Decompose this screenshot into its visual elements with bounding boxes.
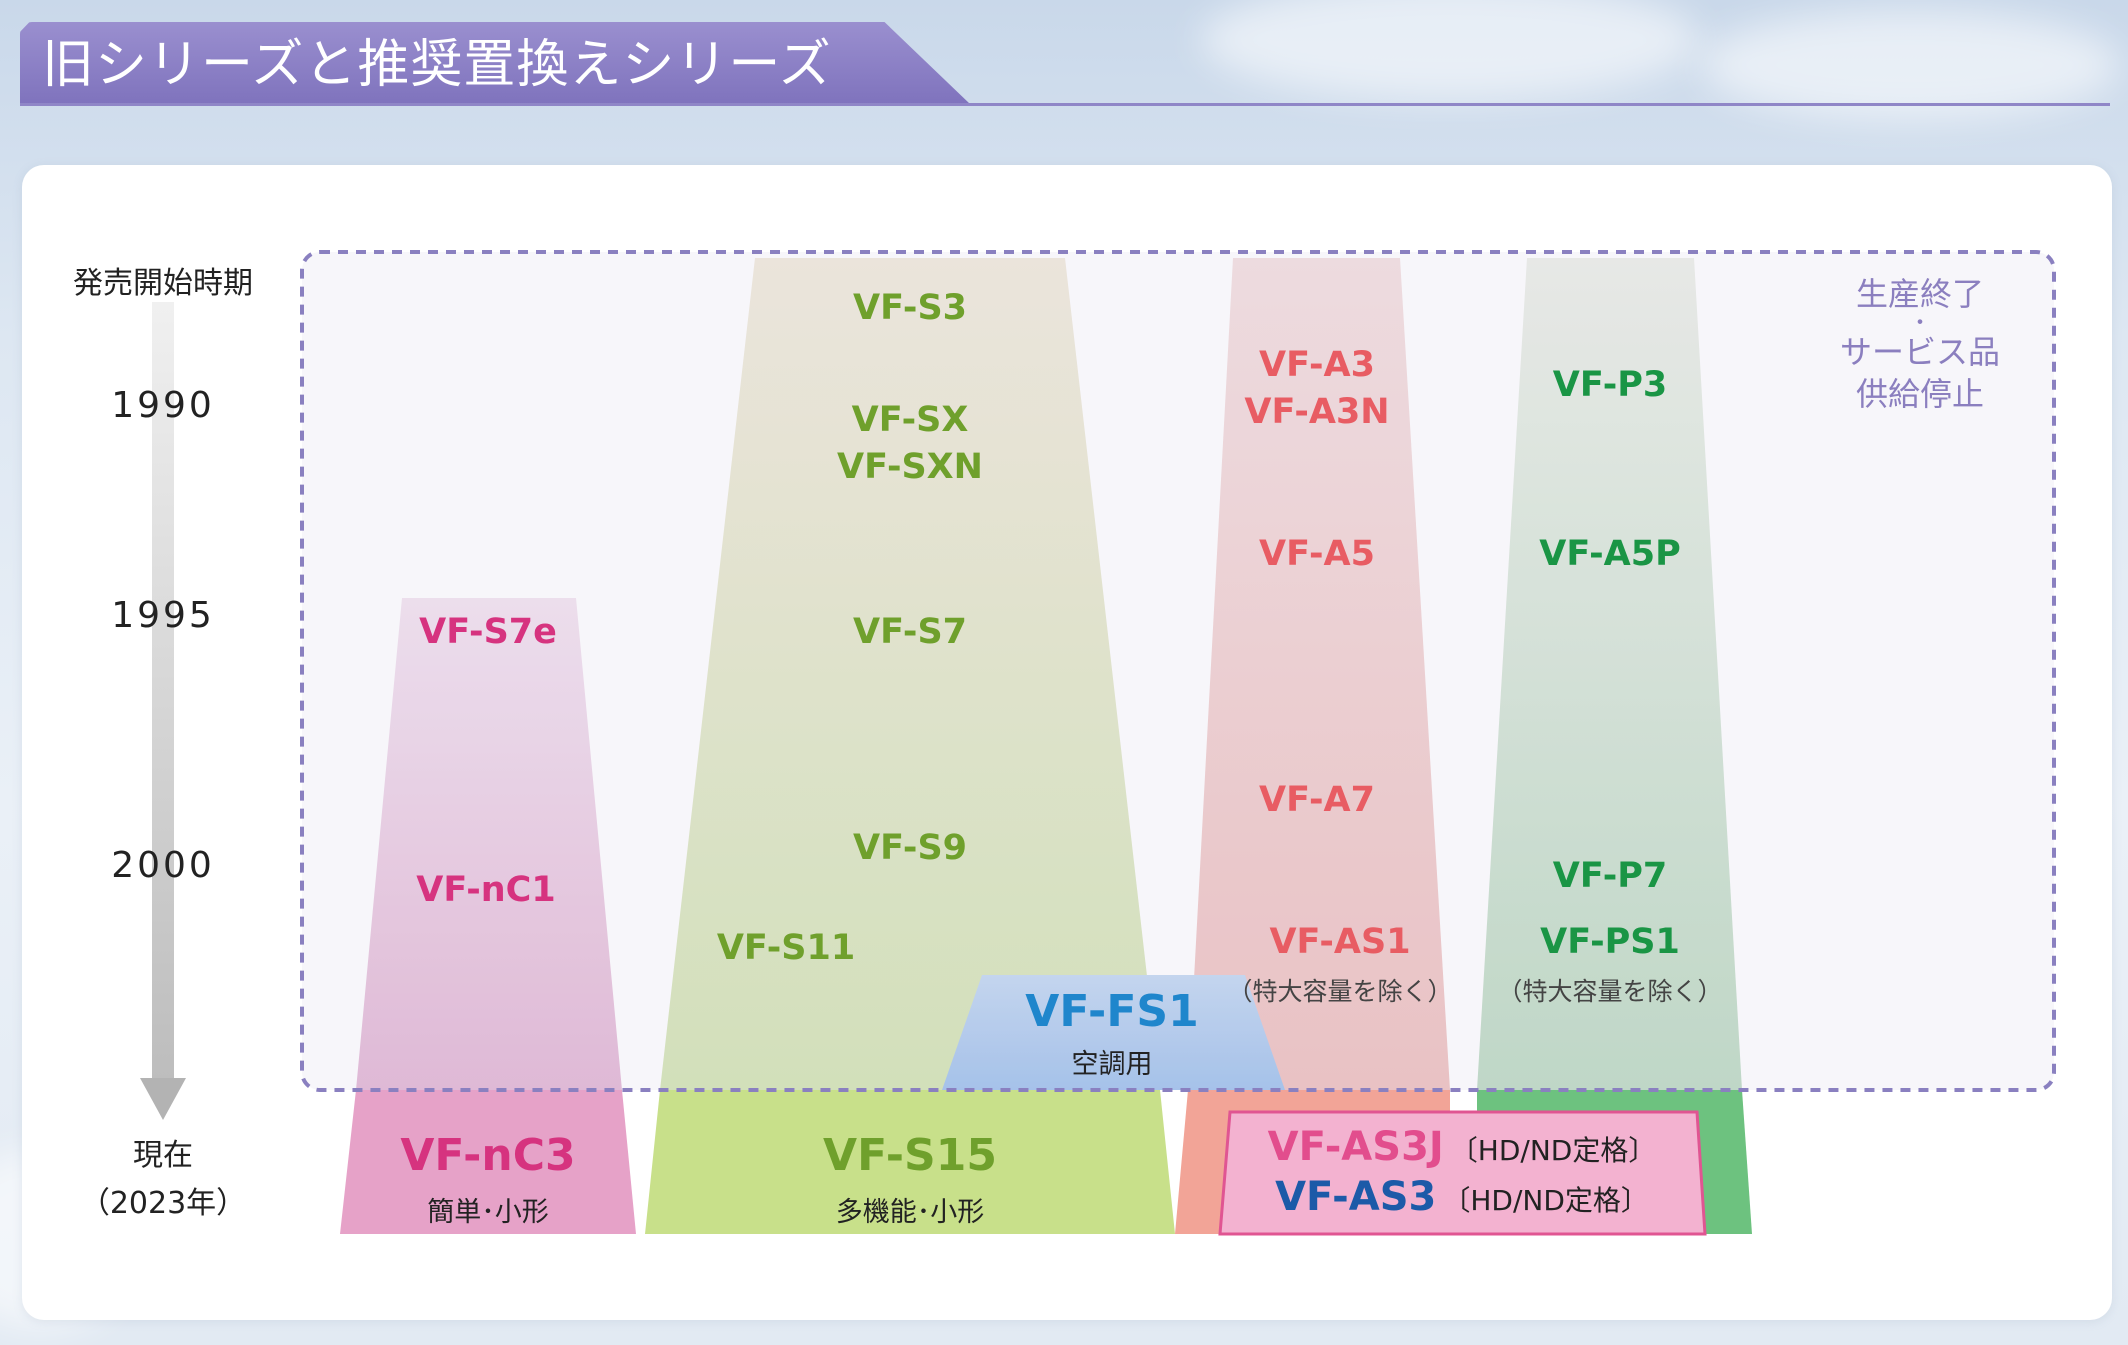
page-title: 旧シリーズと推奨置換えシリーズ (42, 35, 832, 95)
model-vf-ps1: VF-PS1 (1540, 922, 1680, 962)
model-vf-nc1: VF-nC1 (416, 870, 556, 910)
model-vf-a3: VF-A3 (1259, 345, 1375, 385)
model-vf-s7: VF-S7 (852, 612, 968, 652)
model-vf-s7e: VF-S7e (419, 612, 557, 652)
title-underline (20, 103, 2110, 106)
year-label-1995: 1995 (111, 595, 215, 636)
model-vf-p7: VF-P7 (1552, 856, 1668, 896)
model-vf-s3: VF-S3 (852, 288, 968, 328)
model-vf-a7: VF-A7 (1259, 780, 1375, 820)
as3-row: VF-AS3〔HD/ND定格〕 (1275, 1174, 1649, 1220)
as3j-row: VF-AS3J〔HD/ND定格〕 (1268, 1124, 1657, 1170)
model-vf-s11: VF-S11 (716, 928, 856, 968)
model-vf-a3n: VF-A3N (1244, 392, 1390, 432)
model-vf-as3j-rating: 〔HD/ND定格〕 (1449, 1134, 1657, 1167)
model-vf-s15: VF-S15 (823, 1130, 997, 1181)
model-vf-s9: VF-S9 (852, 828, 968, 868)
model-vf-ps1-note: （特大容量を除く） (1497, 977, 1723, 1006)
model-vf-sx: VF-SX (851, 400, 969, 440)
discontinued-note-line1: 生産終了 (1855, 275, 1985, 313)
sky-cloud (1200, 0, 1700, 100)
as3-current-box (1218, 1110, 1707, 1236)
model-vf-as1-note: （特大容量を除く） (1227, 977, 1453, 1006)
year-label-2000: 2000 (111, 845, 215, 886)
model-vf-nc3: VF-nC3 (400, 1130, 576, 1181)
advanced-family-band (1188, 258, 1450, 1090)
discontinued-note-dot: ・ (1908, 311, 1932, 336)
model-vf-sxn: VF-SXN (837, 447, 983, 487)
fan-model-shape (942, 975, 1285, 1090)
time-axis-shaft (152, 302, 174, 1080)
model-vf-fs1: VF-FS1 (1025, 986, 1199, 1037)
model-vf-p3: VF-P3 (1552, 365, 1668, 405)
discontinued-region (300, 250, 2056, 1092)
model-vf-a5: VF-A5 (1259, 534, 1375, 574)
compact-family-band (356, 598, 622, 1090)
model-vf-nc3-subtitle: 簡単･小形 (427, 1197, 549, 1228)
discontinued-note-line3: 供給停止 (1855, 375, 1985, 413)
model-vf-as1: VF-AS1 (1269, 922, 1411, 962)
standard-family-band (660, 258, 1160, 1090)
axis-title: 発売開始時期 (73, 266, 253, 301)
model-vf-s15-subtitle: 多機能･小形 (835, 1197, 985, 1228)
model-vf-as3: VF-AS3 (1275, 1174, 1437, 1220)
model-vf-as3-rating: 〔HD/ND定格〕 (1442, 1184, 1649, 1217)
year-label-1990: 1990 (111, 385, 215, 426)
standard-current-bar (645, 1090, 1175, 1234)
compact-current-bar (340, 1090, 636, 1234)
title-tab (20, 22, 970, 104)
now-label: 現在 (133, 1138, 193, 1173)
model-vf-as3j: VF-AS3J (1267, 1124, 1444, 1170)
discontinued-note-line2: サービス品 (1839, 333, 2001, 371)
model-vf-a5p: VF-A5P (1539, 534, 1681, 574)
model-vf-fs1-subtitle: 空調用 (1071, 1049, 1153, 1080)
sky-cloud (1700, 10, 2120, 120)
now-year-label: （2023年） (79, 1186, 247, 1221)
pump-family-band (1477, 258, 1742, 1090)
time-axis-arrowhead (140, 1078, 186, 1120)
